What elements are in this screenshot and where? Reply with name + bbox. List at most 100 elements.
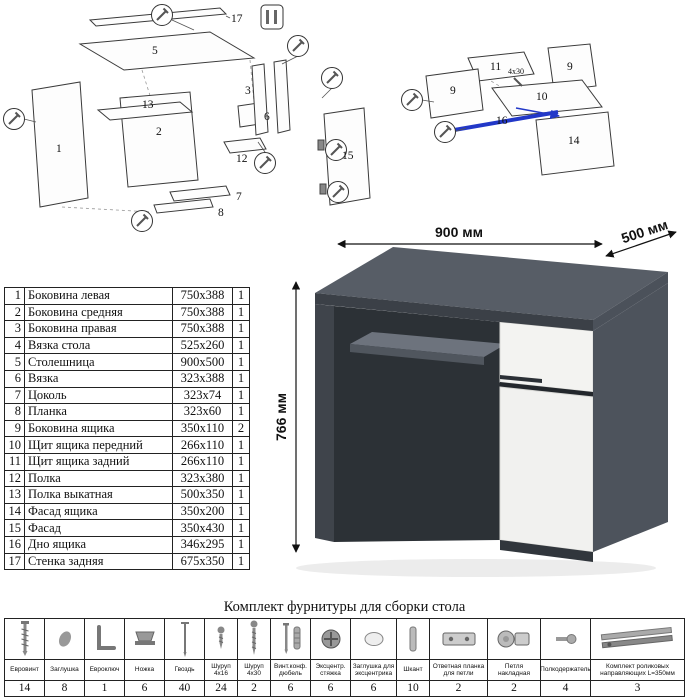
hw-qty: 6 — [370, 682, 377, 694]
callout-leader — [453, 127, 467, 133]
part-right-side-b — [273, 59, 291, 134]
parts-table-row: 8 Планка 323x60 1 — [4, 403, 250, 421]
screw-4x30-icon — [238, 619, 270, 660]
part-name: Боковина левая — [24, 287, 173, 305]
part-qty: 1 — [232, 386, 250, 405]
depth-dimension-line — [605, 230, 677, 258]
part-qty: 2 — [232, 419, 250, 438]
hw-label: Заглушка — [45, 660, 84, 681]
part-size: 500x350 — [172, 486, 233, 504]
part-plinth — [169, 185, 231, 202]
hw-qty: 6 — [327, 682, 334, 694]
part-name: Дно ящика — [24, 535, 173, 554]
part-size: 346x295 — [172, 535, 233, 554]
plinth — [500, 540, 593, 562]
eccentric-cap-icon — [351, 619, 396, 660]
hw-item-shelf-support: Полкодержатель 4 — [540, 619, 591, 696]
screw-callout — [326, 180, 350, 204]
hw-qty: 3 — [634, 682, 641, 694]
part-number: 13 — [4, 486, 25, 504]
parts-table-row: 2 Боковина средняя 750x388 1 — [4, 303, 250, 322]
part-number-label: 2 — [156, 126, 162, 138]
part-name: Полка — [24, 469, 173, 488]
hex-key-icon — [85, 619, 124, 660]
part-number: 5 — [4, 353, 25, 371]
part-number-label: 9 — [450, 85, 456, 97]
hw-label: Петля накладная — [488, 660, 540, 681]
parts-table-row: 12 Полка 323x380 1 — [4, 469, 250, 488]
part-qty: 1 — [232, 353, 250, 371]
parts-table-row: 9 Боковина ящика 350x110 2 — [4, 419, 250, 438]
part-number-label: 8 — [218, 207, 224, 219]
part-qty: 1 — [232, 519, 250, 537]
keyboard-tray-edge[interactable] — [350, 344, 484, 365]
desktop-right-edge — [593, 272, 668, 331]
part-number: 8 — [4, 403, 25, 421]
dowel-pin-icon — [397, 619, 429, 660]
hw-qty: 10 — [407, 682, 419, 694]
part-name: Полка выкатная — [24, 486, 173, 504]
cabinet-door[interactable] — [499, 386, 594, 553]
part-strip — [153, 198, 214, 214]
part-door — [323, 107, 371, 206]
part-name: Боковина правая — [24, 320, 173, 338]
nail-icon — [165, 619, 204, 660]
part-size: 350x200 — [172, 502, 233, 521]
screw-callout — [286, 34, 310, 58]
hardware-kit-title: Комплект фурнитуры для сборки стола — [223, 599, 466, 615]
floor-shadow — [296, 559, 656, 577]
left-side-panel — [315, 304, 334, 542]
part-number: 3 — [4, 320, 25, 338]
part-number-label: 13 — [142, 99, 154, 111]
parts-table-row: 17 Стенка задняя 675x350 1 — [4, 552, 250, 571]
parts-table-row: 16 Дно ящика 346x295 1 — [4, 535, 250, 554]
parts-table-row: 10 Щит ящика передний 266x110 1 — [4, 436, 250, 454]
roller-guide-rail — [453, 110, 559, 132]
screw-callout — [150, 3, 174, 27]
part-size: 323x60 — [172, 403, 233, 421]
part-number-label: 9 — [567, 61, 573, 73]
part-number-label: 1 — [56, 143, 62, 155]
part-number-label: 11 — [490, 61, 501, 73]
part-number: 16 — [4, 535, 25, 554]
hw-item-eccentric-cap: Заглушка для эксцентрика 6 — [351, 619, 397, 696]
hinge-mark — [319, 183, 327, 195]
hw-qty: 1 — [101, 682, 108, 694]
part-name: Вязка — [24, 369, 173, 388]
part-qty: 1 — [232, 452, 250, 471]
part-name: Фасад — [24, 519, 173, 537]
hw-item-eccentric-cam: Эксцентр. стяжка 6 — [311, 619, 351, 696]
part-name: Фасад ящика — [24, 502, 173, 521]
part-number: 2 — [4, 303, 25, 322]
part-number-label: 12 — [236, 153, 248, 165]
drawer-front[interactable] — [499, 321, 594, 393]
screw-callout — [2, 107, 26, 131]
drawer-pull-recess[interactable] — [500, 375, 542, 383]
screw-callout — [400, 88, 424, 112]
screw-size-note: 4x30 — [508, 67, 524, 76]
hw-label: Эксцентр. стяжка — [311, 660, 350, 681]
part-number: 6 — [4, 369, 25, 388]
part-number: 7 — [4, 386, 25, 405]
parts-table-row: 4 Вязка стола 525x260 1 — [4, 336, 250, 355]
hw-label: Винт.конф. дюбель — [271, 660, 310, 681]
parts-table-row: 7 Цоколь 323x74 1 — [4, 386, 250, 405]
part-qty: 1 — [232, 303, 250, 322]
callout-leader — [321, 87, 333, 99]
part-qty: 1 — [232, 287, 250, 305]
hinge-icon — [488, 619, 540, 660]
part-name: Планка — [24, 403, 173, 421]
desktop-front-edge — [315, 293, 593, 331]
callout-leader — [171, 19, 195, 31]
hinge-mark — [317, 139, 325, 151]
part-number: 17 — [4, 552, 25, 571]
part-name: Боковина ящика — [24, 419, 173, 438]
callout-leader — [257, 141, 266, 153]
part-qty: 1 — [232, 502, 250, 521]
right-side-panel — [593, 283, 668, 552]
part-name: Щит ящика задний — [24, 452, 173, 471]
part-qty: 1 — [232, 369, 250, 388]
exploded-desk-diagram: 17 5 1 2 13 12 3 15 6 7 8 — [2, 2, 394, 239]
part-qty: 1 — [232, 436, 250, 454]
